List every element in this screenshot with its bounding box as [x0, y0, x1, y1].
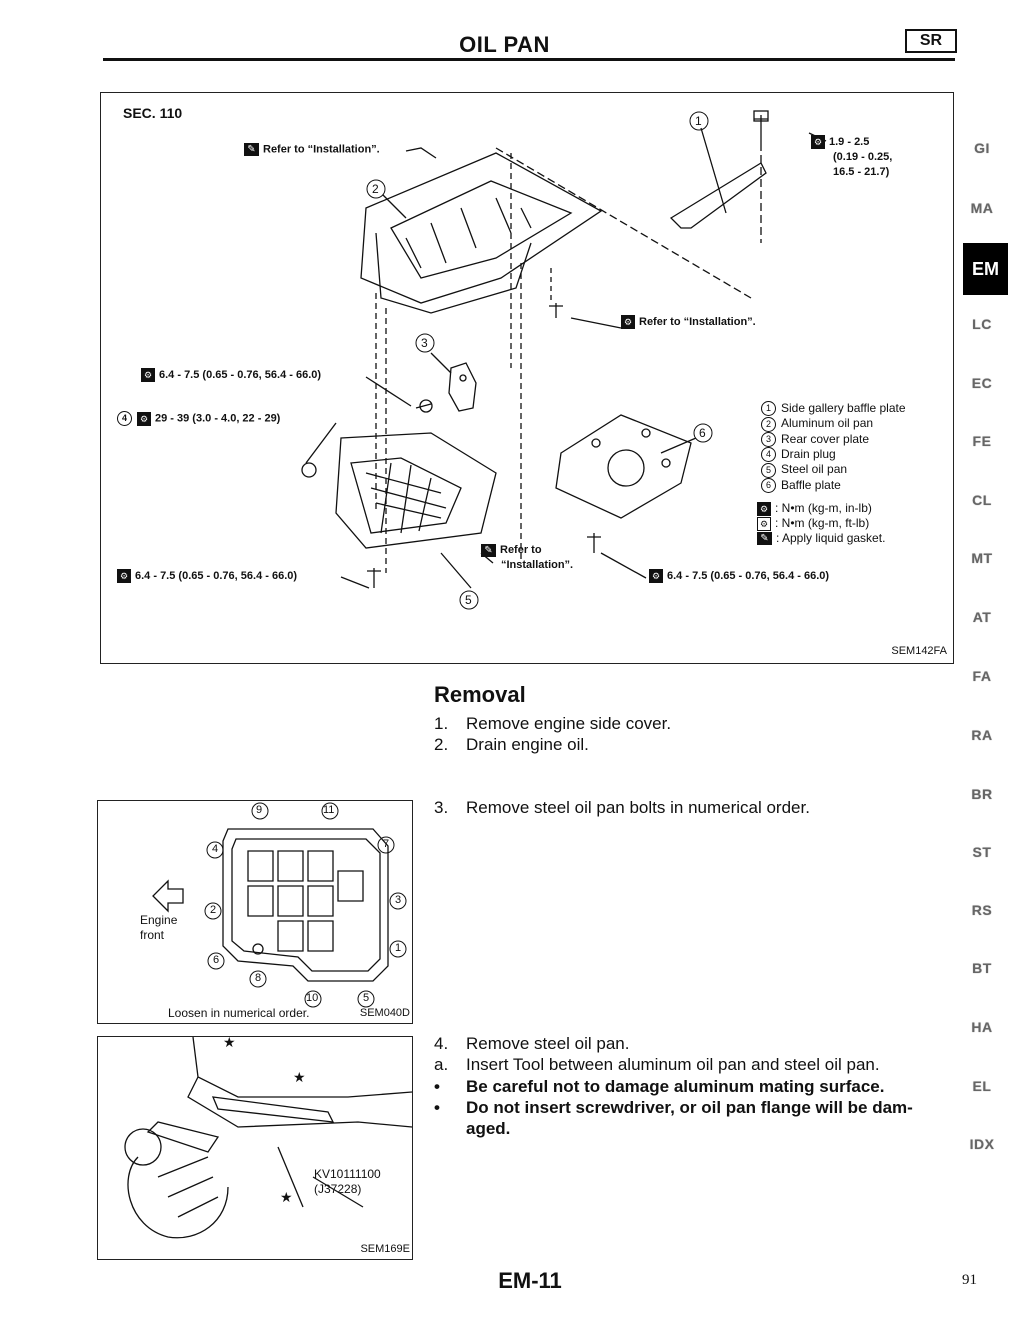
- section-number: SEC. 110: [123, 105, 183, 121]
- callout-3: 3: [421, 336, 428, 350]
- side-tab-ra[interactable]: RA: [971, 727, 993, 743]
- bolt-number: 5: [363, 992, 370, 1004]
- tool-insertion-figure: ★ ★ ★ KV10111100(J37228) SEM169E: [97, 1036, 413, 1260]
- caution-bullet-2-cont: aged.: [466, 1119, 511, 1138]
- callout-4: 4: [117, 411, 132, 426]
- step-4: 4.Remove steel oil pan.: [434, 1034, 630, 1053]
- refer-installation-top: ✎Refer to “Installation”.: [244, 143, 380, 156]
- oil-pan-exploded-figure: 1 2 3 6 5 SEC. 110 ✎Refer to “Installati…: [100, 92, 954, 664]
- side-tab-rs[interactable]: RS: [971, 902, 993, 918]
- step-4a: a.Insert Tool between aluminum oil pan a…: [434, 1055, 880, 1074]
- torque-spec-mid: ⚙6.4 - 7.5 (0.65 - 0.76, 56.4 - 66.0): [141, 368, 321, 382]
- folio-number: 91: [962, 1272, 977, 1288]
- torque-spec-drain: 4⚙29 - 39 (3.0 - 4.0, 22 - 29): [117, 411, 280, 426]
- torque-spec-bottom-right: ⚙6.4 - 7.5 (0.65 - 0.76, 56.4 - 66.0): [649, 569, 829, 583]
- torque-icon: ⚙: [757, 516, 771, 531]
- torque-icon: ⚙: [141, 368, 155, 382]
- torque-icon: ⚙: [649, 569, 663, 583]
- bolt-order-drawing: [152, 802, 407, 1008]
- side-tab-ha[interactable]: HA: [971, 1019, 993, 1035]
- bolt-number: 10: [306, 992, 319, 1004]
- side-tab-el[interactable]: EL: [972, 1078, 992, 1094]
- refer-installation-middle: ⚙Refer to “Installation”.: [621, 315, 756, 329]
- bolt-number: 3: [395, 894, 402, 906]
- bolt-number: 2: [210, 904, 217, 916]
- step-2: 2.Drain engine oil.: [434, 735, 589, 754]
- side-tab-bt[interactable]: BT: [972, 960, 992, 976]
- torque-icon: ⚙: [757, 501, 771, 516]
- symbol-legend: ⚙: N•m (kg-m, in-lb) ⚙: N•m (kg-m, ft-lb…: [757, 501, 885, 546]
- side-tab-cl[interactable]: CL: [972, 492, 992, 508]
- side-tab-mt[interactable]: MT: [971, 550, 993, 566]
- side-tab-gi[interactable]: GI: [974, 140, 990, 156]
- side-tab-fa[interactable]: FA: [972, 668, 992, 684]
- header-rule: [103, 58, 955, 61]
- bolt-number: 9: [256, 804, 263, 816]
- removal-heading: Removal: [434, 682, 526, 707]
- svg-text:★: ★: [223, 1037, 236, 1050]
- step-3: 3.Remove steel oil pan bolts in numerica…: [434, 798, 810, 817]
- liquid-gasket-icon: ✎: [481, 543, 496, 557]
- refer-installation-bottom: ✎Refer to “Installation”.: [481, 543, 573, 573]
- oil-pan-exploded-drawing: [301, 110, 827, 610]
- tool-insertion-drawing: ★ ★ ★: [124, 1037, 412, 1239]
- bolt-order-caption: Loosen in numerical order.: [168, 1006, 310, 1020]
- torque-icon: ⚙: [811, 135, 825, 150]
- side-tab-idx[interactable]: IDX: [969, 1136, 995, 1152]
- symbol-legend-item: ⚙: N•m (kg-m, in-lb): [757, 501, 885, 516]
- side-tab-fe[interactable]: FE: [972, 433, 992, 449]
- bolt-number: 8: [255, 972, 262, 984]
- side-tab-em-active[interactable]: EM: [963, 243, 1008, 295]
- callout-6: 6: [699, 426, 706, 440]
- side-tab-ec[interactable]: EC: [971, 375, 993, 391]
- caution-bullet-1: •Be careful not to damage aluminum matin…: [434, 1077, 885, 1096]
- bolt-number: 1: [395, 942, 402, 954]
- symbol-legend-item: ✎: Apply liquid gasket.: [757, 531, 885, 546]
- symbol-legend-item: ⚙: N•m (kg-m, ft-lb): [757, 516, 885, 531]
- side-tab-ma[interactable]: MA: [970, 200, 994, 216]
- liquid-gasket-icon: ✎: [244, 143, 259, 156]
- bolt-number: 6: [213, 954, 220, 966]
- torque-icon: ⚙: [137, 411, 151, 426]
- figure-code: SEM040D: [359, 1007, 410, 1019]
- side-tab-at[interactable]: AT: [972, 609, 992, 625]
- callout-2: 2: [372, 182, 379, 196]
- bolt-number: 4: [212, 843, 219, 855]
- side-tab-br[interactable]: BR: [971, 786, 993, 802]
- tool-number: KV10111100(J37228): [314, 1167, 381, 1196]
- torque-icon: ⚙: [621, 315, 635, 329]
- torque-spec-top: ⚙1.9 - 2.5 (0.19 - 0.25, 16.5 - 21.7): [811, 135, 892, 180]
- bolt-number: 11: [323, 804, 335, 816]
- torque-icon: ⚙: [117, 569, 131, 583]
- page-label: EM-11: [498, 1268, 562, 1293]
- step-1: 1.Remove engine side cover.: [434, 714, 672, 733]
- bolt-number: 7: [383, 838, 390, 850]
- svg-text:★: ★: [293, 1069, 306, 1085]
- figure-code: SEM169E: [360, 1243, 410, 1255]
- section-badge: SR: [905, 29, 957, 53]
- svg-text:★: ★: [280, 1189, 293, 1205]
- side-tab-lc[interactable]: LC: [972, 316, 992, 332]
- side-tab-st[interactable]: ST: [972, 844, 992, 860]
- callout-1: 1: [695, 114, 702, 128]
- page-title: OIL PAN: [459, 32, 550, 57]
- figure-code: SEM142FA: [891, 645, 947, 657]
- caution-bullet-2: •Do not insert screwdriver, or oil pan f…: [434, 1098, 913, 1117]
- liquid-gasket-icon: ✎: [757, 532, 772, 546]
- torque-spec-bottom-left: ⚙6.4 - 7.5 (0.65 - 0.76, 56.4 - 66.0): [117, 569, 297, 583]
- callout-5: 5: [465, 593, 472, 607]
